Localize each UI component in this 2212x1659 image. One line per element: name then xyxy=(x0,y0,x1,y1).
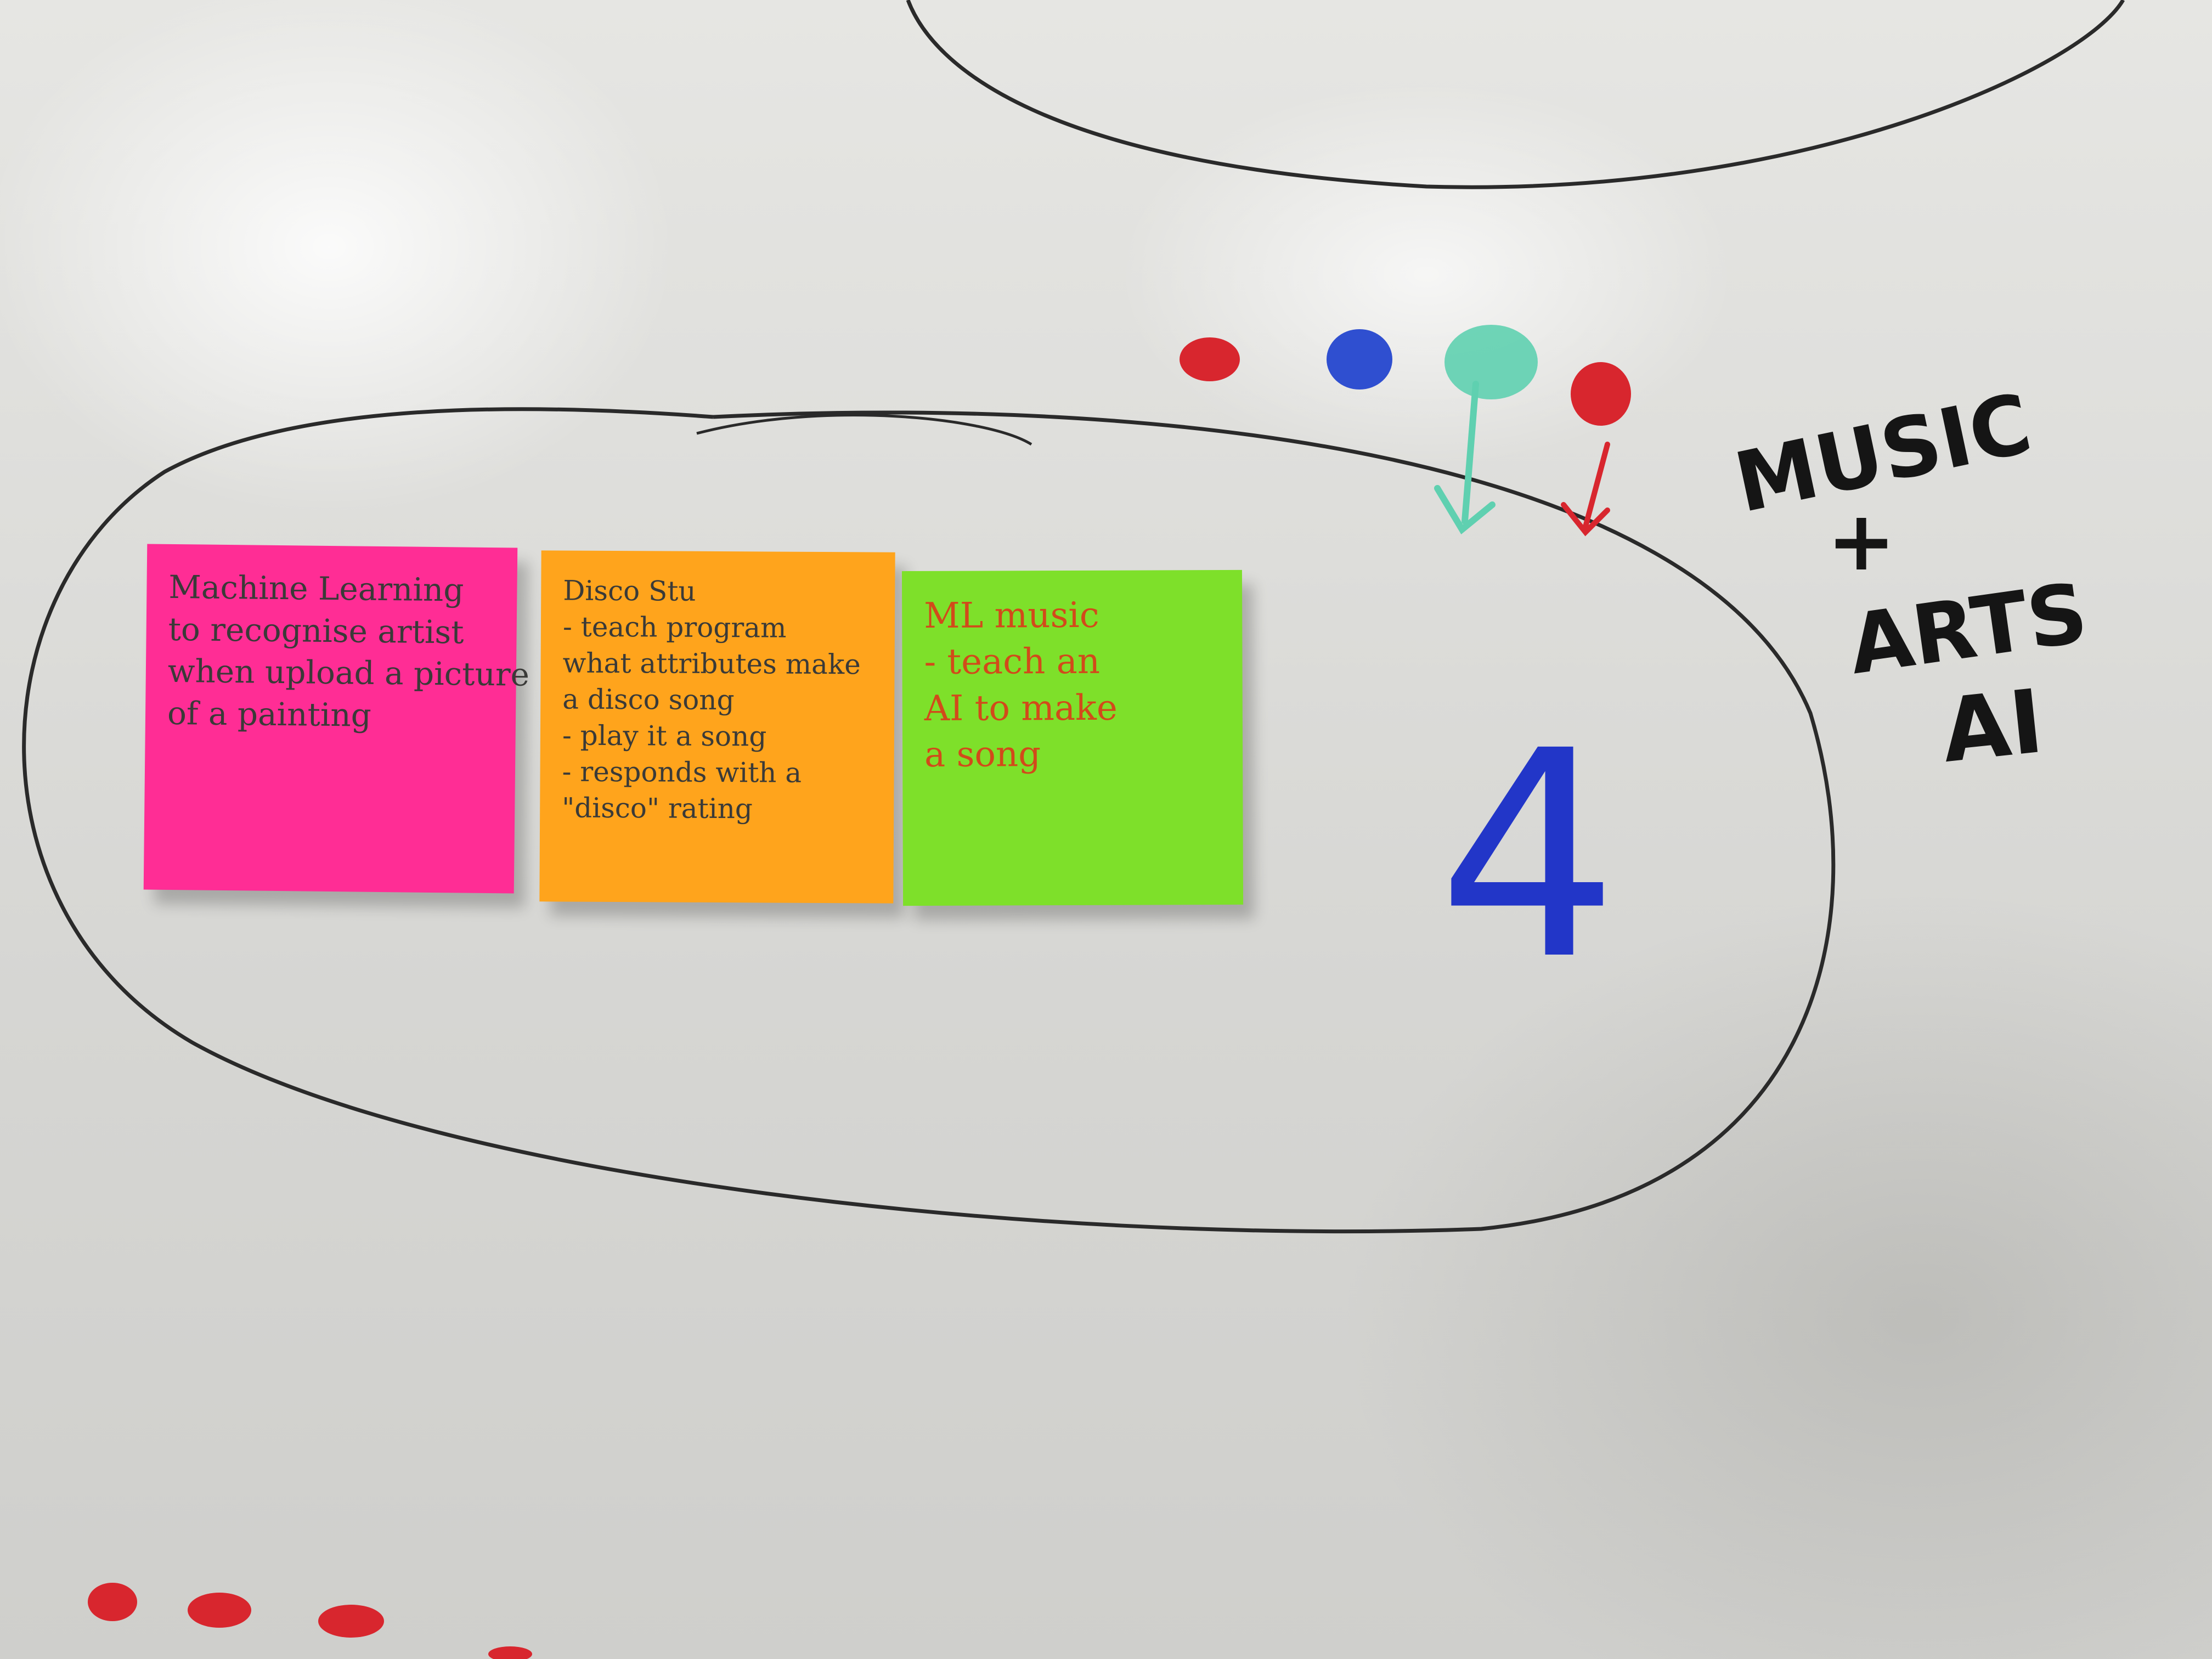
red-dot xyxy=(1180,337,1240,381)
note-line: a song xyxy=(924,734,1041,776)
red-dot-right xyxy=(1571,362,1631,426)
note-line: - responds with a xyxy=(562,755,802,789)
heading-plus: + xyxy=(1827,494,1896,589)
bottom-red-dot-2 xyxy=(188,1593,251,1628)
note-line: - teach an xyxy=(924,641,1101,683)
sticky-note-ml-music: ML music - teach an AI to make a song xyxy=(901,569,1244,906)
note-line: a disco song xyxy=(562,683,735,716)
note-line: "disco" rating xyxy=(562,792,753,825)
top-loop-outline xyxy=(906,0,2125,189)
note-line: - play it a song xyxy=(562,719,767,753)
note-line: - teach program xyxy=(562,611,787,644)
bottom-red-dot-3 xyxy=(318,1605,384,1638)
note-line: to recognise artist xyxy=(168,610,464,651)
note-line: AI to make xyxy=(924,687,1118,729)
sticky-note-machine-learning: Machine Learning to recognise artist whe… xyxy=(143,544,530,894)
note-line: what attributes make xyxy=(562,647,861,681)
sticky-note-disco-stu: Disco Stu - teach program what attribute… xyxy=(539,550,895,904)
teal-dot xyxy=(1444,325,1538,399)
bottom-red-dot-1 xyxy=(88,1583,137,1621)
note-line: ML music xyxy=(924,595,1099,636)
main-loop-outline xyxy=(22,407,1836,1234)
group-number: 4 xyxy=(1437,690,1619,1022)
bottom-red-dot-4 xyxy=(488,1646,532,1659)
note-line: when upload a picture xyxy=(167,652,530,693)
blue-dot xyxy=(1327,329,1392,390)
note-line: Machine Learning xyxy=(168,568,464,609)
teal-arrow xyxy=(1434,381,1496,535)
heading-ai: AI xyxy=(1937,669,2048,783)
note-line: of a painting xyxy=(167,694,372,734)
red-arrow xyxy=(1561,442,1610,537)
note-line: Disco Stu xyxy=(563,574,696,607)
inner-loop-stroke xyxy=(696,414,1032,446)
